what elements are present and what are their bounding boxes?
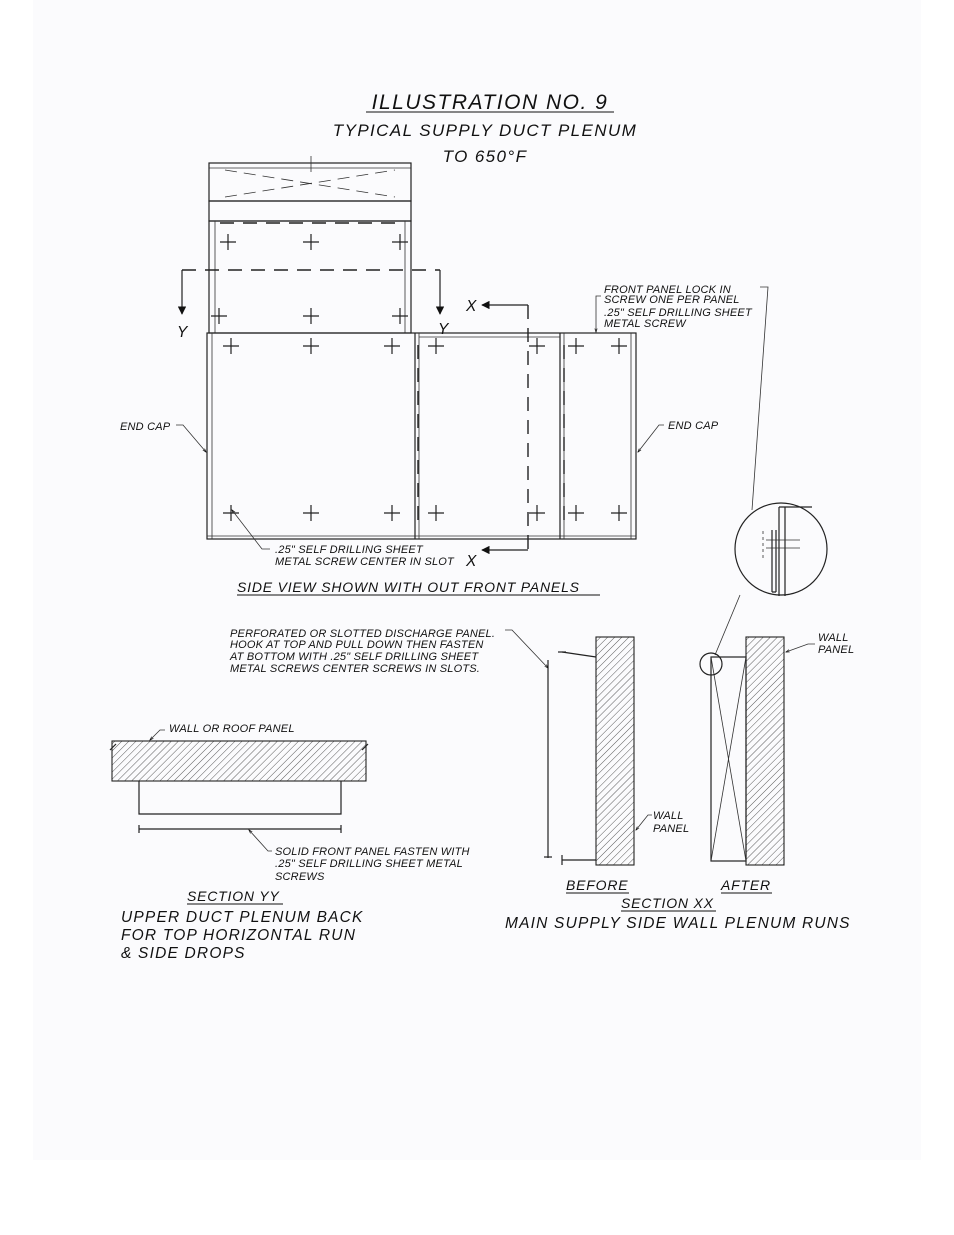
section-xx-description: MAIN SUPPLY SIDE WALL PLENUM RUNS [505,915,851,932]
svg-text:WALL: WALL [653,810,684,822]
marker-x-bottom: X [465,553,478,570]
svg-text:PANEL: PANEL [818,644,854,656]
svg-text:METAL SCREW CENTER IN SLOT: METAL SCREW CENTER IN SLOT [275,556,455,568]
side-view-drawing [176,156,769,555]
section-xx-after-drawing [699,636,815,866]
svg-text:PANEL: PANEL [653,823,689,835]
drawing-sheet [33,0,921,1160]
svg-text:HOOK AT TOP AND PULL DOWN THEN: HOOK AT TOP AND PULL DOWN THEN FASTEN [230,639,484,651]
screw-slot-note: .25" SELF DRILLING SHEET METAL SCREW CEN… [275,544,455,568]
front-panel-lock-note: FRONT PANEL LOCK IN SCREW ONE PER PANEL … [604,284,753,330]
illustration-subtitle-line2: TO 650°F [443,147,528,166]
svg-text:METAL SCREW: METAL SCREW [604,318,687,330]
svg-text:METAL SCREWS CENTER SCREWS IN: METAL SCREWS CENTER SCREWS IN SLOTS. [230,663,480,675]
after-label: AFTER [720,877,771,893]
svg-text:FOR TOP HORIZONTAL RUN: FOR TOP HORIZONTAL RUN [121,927,356,944]
svg-text:WALL: WALL [818,632,849,644]
svg-text:UPPER DUCT PLENUM BACK: UPPER DUCT PLENUM BACK [121,909,364,926]
svg-text:SOLID FRONT PANEL FASTEN WITH: SOLID FRONT PANEL FASTEN WITH [275,846,470,858]
perforated-panel-note: PERFORATED OR SLOTTED DISCHARGE PANEL. H… [229,628,495,675]
section-yy-drawing [109,729,369,852]
section-yy-heading: SECTION YY [187,888,280,904]
section-yy-description: UPPER DUCT PLENUM BACK FOR TOP HORIZONTA… [121,909,364,962]
solid-front-panel-note: SOLID FRONT PANEL FASTEN WITH .25" SELF … [275,846,470,883]
end-cap-right-label: END CAP [668,420,719,432]
marker-y-left: Y [177,324,189,341]
illustration-subtitle-line1: TYPICAL SUPPLY DUCT PLENUM [333,121,637,140]
svg-text:AT BOTTOM WITH .25" SELF DRILL: AT BOTTOM WITH .25" SELF DRILLING SHEET [229,651,479,663]
section-xx-before-drawing [505,629,652,866]
svg-text:SCREW ONE PER PANEL: SCREW ONE PER PANEL [604,294,740,306]
before-label: BEFORE [566,877,628,893]
marker-x-top: X [465,298,478,315]
marker-y-right: Y [438,321,450,338]
svg-text:PERFORATED OR SLOTTED DISCHARG: PERFORATED OR SLOTTED DISCHARGE PANEL. [230,628,495,640]
wall-panel-before-label: WALL PANEL [653,810,689,835]
end-cap-left-label: END CAP [120,421,171,433]
svg-text:FRONT PANEL LOCK IN: FRONT PANEL LOCK IN [604,284,731,296]
svg-text:.25" SELF DRILLING SHEET METAL: .25" SELF DRILLING SHEET METAL [275,858,463,870]
section-xx-heading: SECTION XX [621,895,714,911]
svg-text:SCREWS: SCREWS [275,871,325,883]
detail-circle-hook [714,502,828,656]
wall-or-roof-panel-label: WALL OR ROOF PANEL [169,723,295,735]
svg-text:.25" SELF DRILLING SHEET: .25" SELF DRILLING SHEET [275,544,424,556]
svg-text:.25" SELF DRILLING SHEET: .25" SELF DRILLING SHEET [604,307,753,319]
svg-text:& SIDE DROPS: & SIDE DROPS [121,945,246,962]
illustration-title: ILLUSTRATION NO. 9 [372,91,609,114]
wall-panel-after-label: WALL PANEL [818,632,854,656]
side-view-caption: SIDE VIEW SHOWN WITH OUT FRONT PANELS [237,579,580,595]
